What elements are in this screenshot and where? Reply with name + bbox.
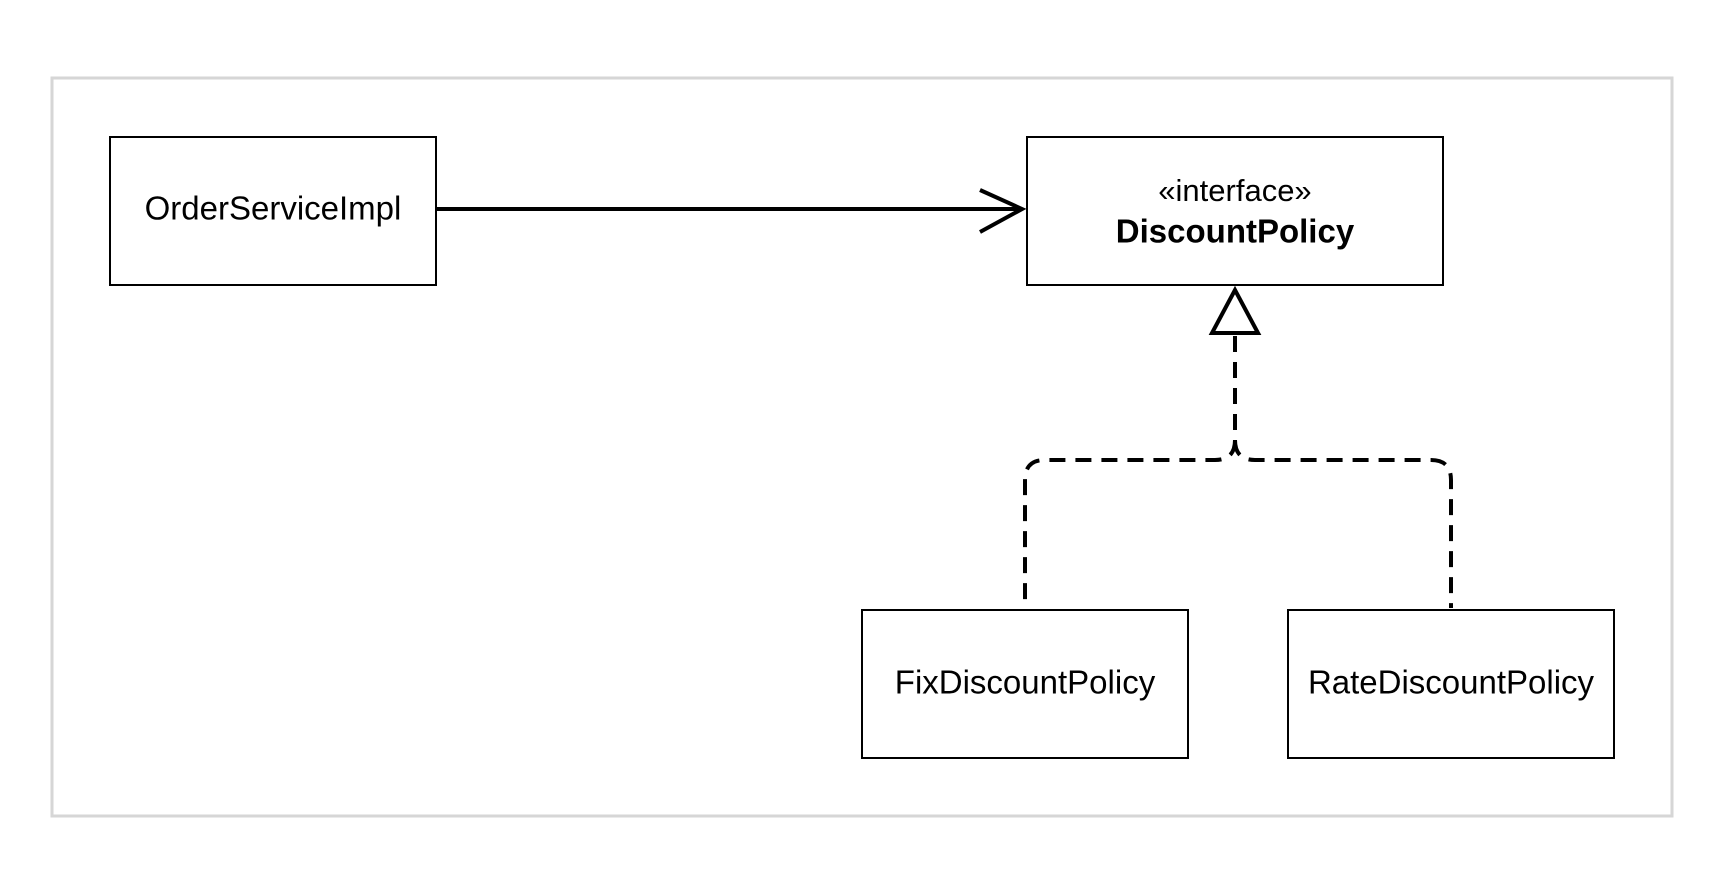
class-rate-discount-policy[interactable]: RateDiscountPolicy xyxy=(1287,609,1615,759)
stereotype-label: «interface» xyxy=(1158,173,1311,208)
class-name: OrderServiceImpl xyxy=(145,190,402,227)
class-order-service-impl[interactable]: OrderServiceImpl xyxy=(109,136,437,286)
class-box xyxy=(1026,136,1444,286)
class-box xyxy=(861,609,1189,759)
class-name: RateDiscountPolicy xyxy=(1308,664,1595,701)
class-box xyxy=(1287,609,1615,759)
realization-line-rate xyxy=(1233,439,1453,608)
association-arrowhead xyxy=(979,188,1027,234)
class-name: FixDiscountPolicy xyxy=(895,664,1156,701)
interface-name: DiscountPolicy xyxy=(1116,213,1355,250)
class-box xyxy=(109,136,437,286)
realization-triangle xyxy=(1208,285,1262,335)
realization-line-fix xyxy=(1023,336,1237,608)
interface-discount-policy[interactable]: «interface» DiscountPolicy xyxy=(1026,136,1444,286)
class-fix-discount-policy[interactable]: FixDiscountPolicy xyxy=(861,609,1189,759)
